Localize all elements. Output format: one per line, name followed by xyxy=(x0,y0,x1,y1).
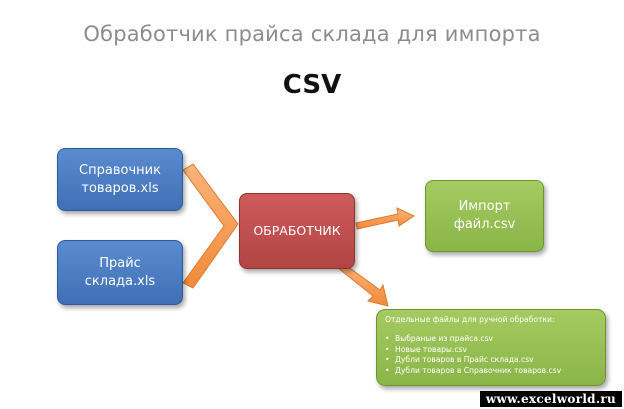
price-line-2: склада.xls xyxy=(84,273,156,289)
processor-label: ОБРАБОТЧИК xyxy=(253,222,341,238)
files-list-item: Дубли товаров в Прайс склада.csv xyxy=(385,355,561,366)
price-line-1: Прайс xyxy=(99,255,141,271)
import-line-2: файл.csv xyxy=(453,217,516,232)
catalog-node: Справочник товаров.xls xyxy=(57,148,183,211)
merge-connector xyxy=(182,163,239,289)
diagram-subtitle: CSV xyxy=(282,70,342,100)
diagram-title: Обработчик прайса склада для импорта xyxy=(83,22,541,46)
files-list-item: Выбраные из прайса.csv xyxy=(385,334,561,345)
import-line-1: Импорт xyxy=(458,199,511,215)
files-heading: Отдельные файлы для ручной обработки: xyxy=(385,315,555,324)
price-node: Прайс склада.xls xyxy=(57,240,183,305)
catalog-line-2: товаров.xls xyxy=(81,180,159,196)
files-list-item: Дубли товаров в Справочник товаров.csv xyxy=(385,366,561,377)
import-node: Импорт файл.csv xyxy=(425,180,544,252)
files-list: Выбраные из прайса.csv Новые товары.csv … xyxy=(385,334,561,376)
watermark: www.excelworld.ru xyxy=(479,391,622,407)
processor-node: ОБРАБОТЧИК xyxy=(239,193,355,269)
arrow-to-files xyxy=(337,262,389,307)
arrow-to-import xyxy=(355,207,416,230)
files-list-item: Новые товары.csv xyxy=(385,345,561,356)
manual-files-node: Отдельные файлы для ручной обработки: Вы… xyxy=(376,309,606,386)
catalog-line-1: Справочник xyxy=(79,162,161,178)
